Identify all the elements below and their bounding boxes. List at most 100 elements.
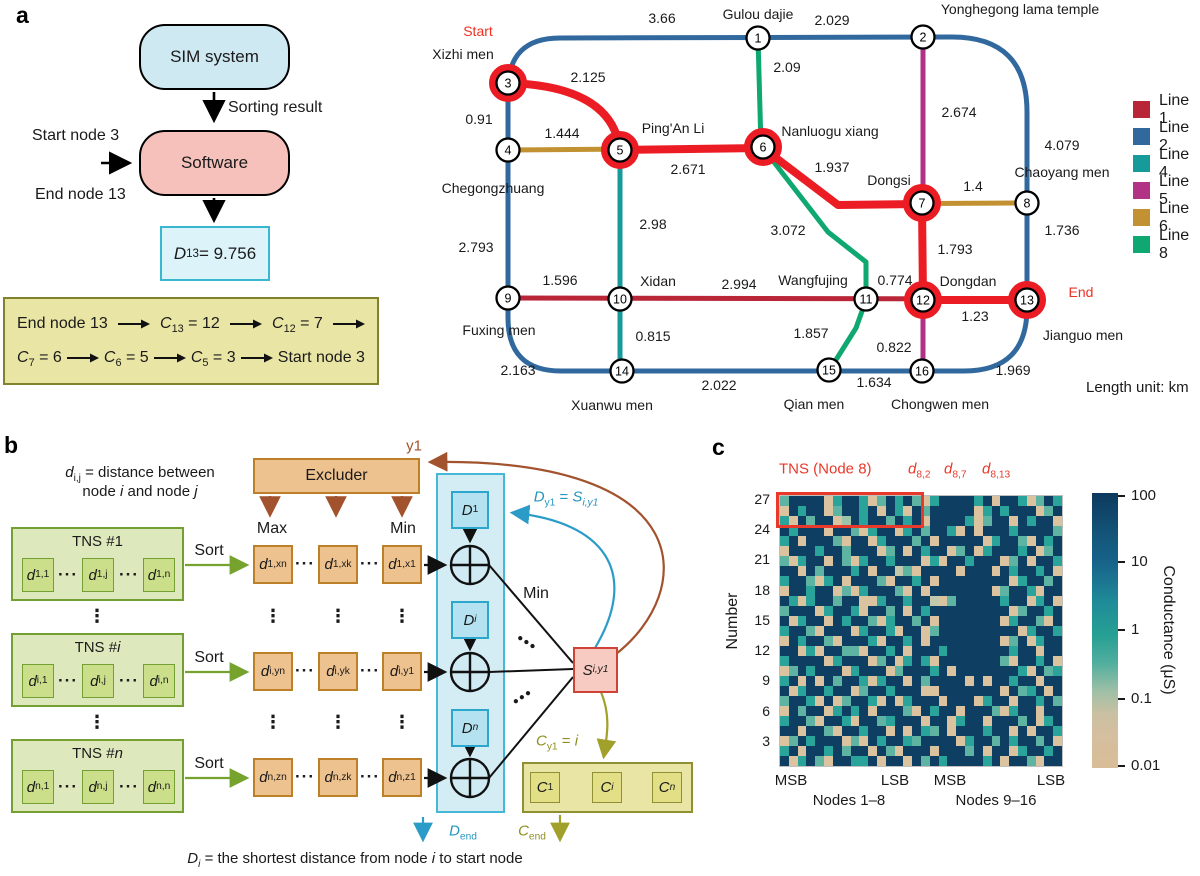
- legend-swatch: [1133, 101, 1150, 118]
- heatmap-cell: [832, 756, 842, 766]
- heatmap-cell: [832, 586, 842, 596]
- heatmap-cell: [947, 686, 957, 696]
- heatmap-cell: [1026, 676, 1036, 686]
- heatmap-cell: [841, 576, 851, 586]
- map-label: Chongwen men: [890, 396, 990, 412]
- heatmap-cell: [850, 656, 860, 666]
- heatmap-cell: [894, 686, 904, 696]
- heatmap-cell: [1053, 706, 1062, 716]
- heatmap-cell: [973, 636, 983, 646]
- heatmap-cell: [788, 506, 798, 516]
- heatmap-cell: [788, 626, 798, 636]
- min-select-line: [488, 564, 574, 664]
- heatmap-cell: [885, 656, 895, 666]
- heatmap-cell: [903, 626, 913, 636]
- heatmap-cell: [797, 626, 807, 636]
- heatmap-cell: [982, 526, 992, 536]
- heatmap-cell: [1053, 586, 1062, 596]
- heatmap-cell: [1026, 626, 1036, 636]
- heatmap-cell: [921, 566, 930, 576]
- heatmap-cell: [894, 656, 904, 666]
- heatmap-cell: [859, 746, 869, 756]
- heatmap-cell: [788, 536, 798, 546]
- heatmap-cell: [912, 586, 921, 596]
- colorbar-tick: [1118, 561, 1125, 563]
- heatmap-cell: [1000, 706, 1010, 716]
- heatmap-cell: [982, 626, 992, 636]
- heatmap-cell: [921, 536, 930, 546]
- heatmap-cell: [859, 656, 869, 666]
- heatmap-cell: [850, 576, 860, 586]
- heatmap-cell: [806, 696, 816, 706]
- heatmap-cell: [956, 556, 966, 566]
- heatmap-cell: [912, 546, 921, 556]
- shortest-path-highlight: [504, 79, 1031, 304]
- heatmap-cell: [1000, 546, 1010, 556]
- heatmap-cell: [788, 696, 798, 706]
- heatmap-cell: [956, 686, 966, 696]
- heatmap-cell: [903, 696, 913, 706]
- heatmap-cell: [1026, 616, 1036, 626]
- heatmap-cell: [982, 726, 992, 736]
- heatmap-cell: [885, 606, 895, 616]
- heatmap-cell: [929, 656, 939, 666]
- heatmap-cell: [912, 696, 921, 706]
- heatmap-cell: [938, 686, 948, 696]
- heatmap-cell: [824, 496, 833, 506]
- station-number: 12: [916, 294, 930, 308]
- heatmap-cell: [965, 616, 974, 626]
- heatmap-cell: [1000, 696, 1010, 706]
- heatmap-cell: [947, 596, 957, 606]
- heatmap-cell: [929, 736, 939, 746]
- sort-label: Sort: [194, 542, 224, 559]
- heatmap-cell: [991, 656, 1001, 666]
- ellipsis: ···: [360, 554, 380, 573]
- y-tick: 21: [754, 551, 770, 568]
- heatmap-cell: [788, 716, 798, 726]
- heatmap-cell: [876, 516, 886, 526]
- heatmap-cell: [841, 706, 851, 716]
- min-label: Min: [390, 520, 416, 537]
- heatmap-cell: [850, 556, 860, 566]
- heatmap-cell: [956, 596, 966, 606]
- heatmap-cell: [912, 726, 921, 736]
- heatmap-cell: [868, 656, 877, 666]
- dy1-feedback-curve: [509, 504, 616, 649]
- heatmap-cell: [824, 656, 833, 666]
- d-annotation: d8,13: [982, 460, 1011, 481]
- heatmap-cell: [903, 596, 913, 606]
- heatmap-cell: [832, 616, 842, 626]
- heatmap-cell: [806, 656, 816, 666]
- heatmap-cell: [841, 636, 851, 646]
- heatmap-cell: [921, 686, 930, 696]
- station-circle: [495, 70, 521, 96]
- heatmap-cell: [832, 656, 842, 666]
- station-number: 4: [505, 144, 512, 158]
- path-endpoint-label: Start: [463, 23, 493, 39]
- heatmap-cell: [921, 616, 930, 626]
- heatmap-cell: [788, 566, 798, 576]
- flowchart-arrows: [101, 92, 226, 224]
- heatmap-cell: [797, 536, 807, 546]
- heatmap-cell: [850, 706, 860, 716]
- heatmap-cell: [965, 556, 974, 566]
- heatmap-cell: [938, 546, 948, 556]
- heatmap-cell: [850, 496, 860, 506]
- heatmap-cell: [965, 536, 974, 546]
- heatmap-cell: [815, 496, 825, 506]
- heatmap-cell: [982, 606, 992, 616]
- heatmap-cell: [1009, 506, 1018, 516]
- heatmap-cell: [859, 586, 869, 596]
- heatmap-cell: [973, 586, 983, 596]
- path-endpoint-label: End: [1068, 284, 1094, 300]
- heatmap-cell: [956, 536, 966, 546]
- heatmap-cell: [1017, 716, 1027, 726]
- heatmap-cell: [991, 556, 1001, 566]
- heatmap-cell: [965, 636, 974, 646]
- heatmap-cell: [912, 506, 921, 516]
- heatmap-cell: [991, 566, 1001, 576]
- distance-definition: di,j = distance between node i and node …: [30, 464, 250, 502]
- heatmap-cell: [788, 676, 798, 686]
